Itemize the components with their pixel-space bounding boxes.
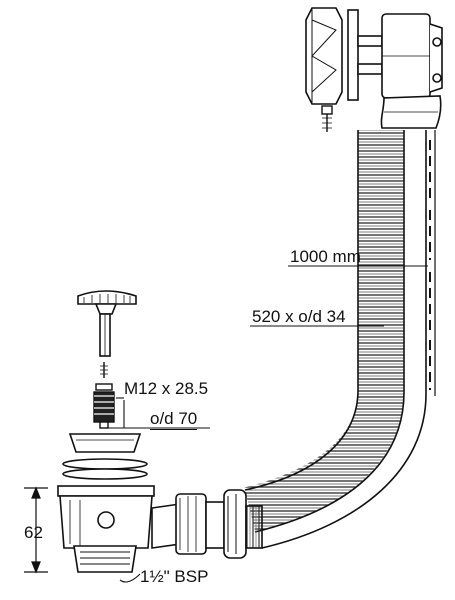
waste-body-top	[62, 433, 148, 480]
height-dimension-line	[24, 486, 48, 574]
plug-bolt-spring	[93, 362, 115, 429]
hose-spec-label: 520 x o/d 34	[252, 307, 346, 326]
outlet-thread-label: 1½" BSP	[140, 567, 209, 586]
connector-nuts	[151, 489, 263, 559]
waste-body	[57, 485, 155, 573]
overflow-elbow	[380, 95, 442, 129]
plug-thread-label: M12 x 28.5	[124, 379, 209, 398]
waste-diameter-label: o/d 70	[150, 409, 198, 430]
overflow-cover-plate	[305, 7, 343, 105]
leader-lines	[108, 265, 428, 583]
overflow-screw	[321, 105, 333, 132]
height-dimension-label: 62	[24, 523, 43, 542]
waste-plug	[77, 290, 137, 357]
overflow-flange	[347, 9, 443, 101]
hose-length-label: 1000 mm	[290, 247, 361, 266]
flexible-hose	[244, 130, 436, 549]
